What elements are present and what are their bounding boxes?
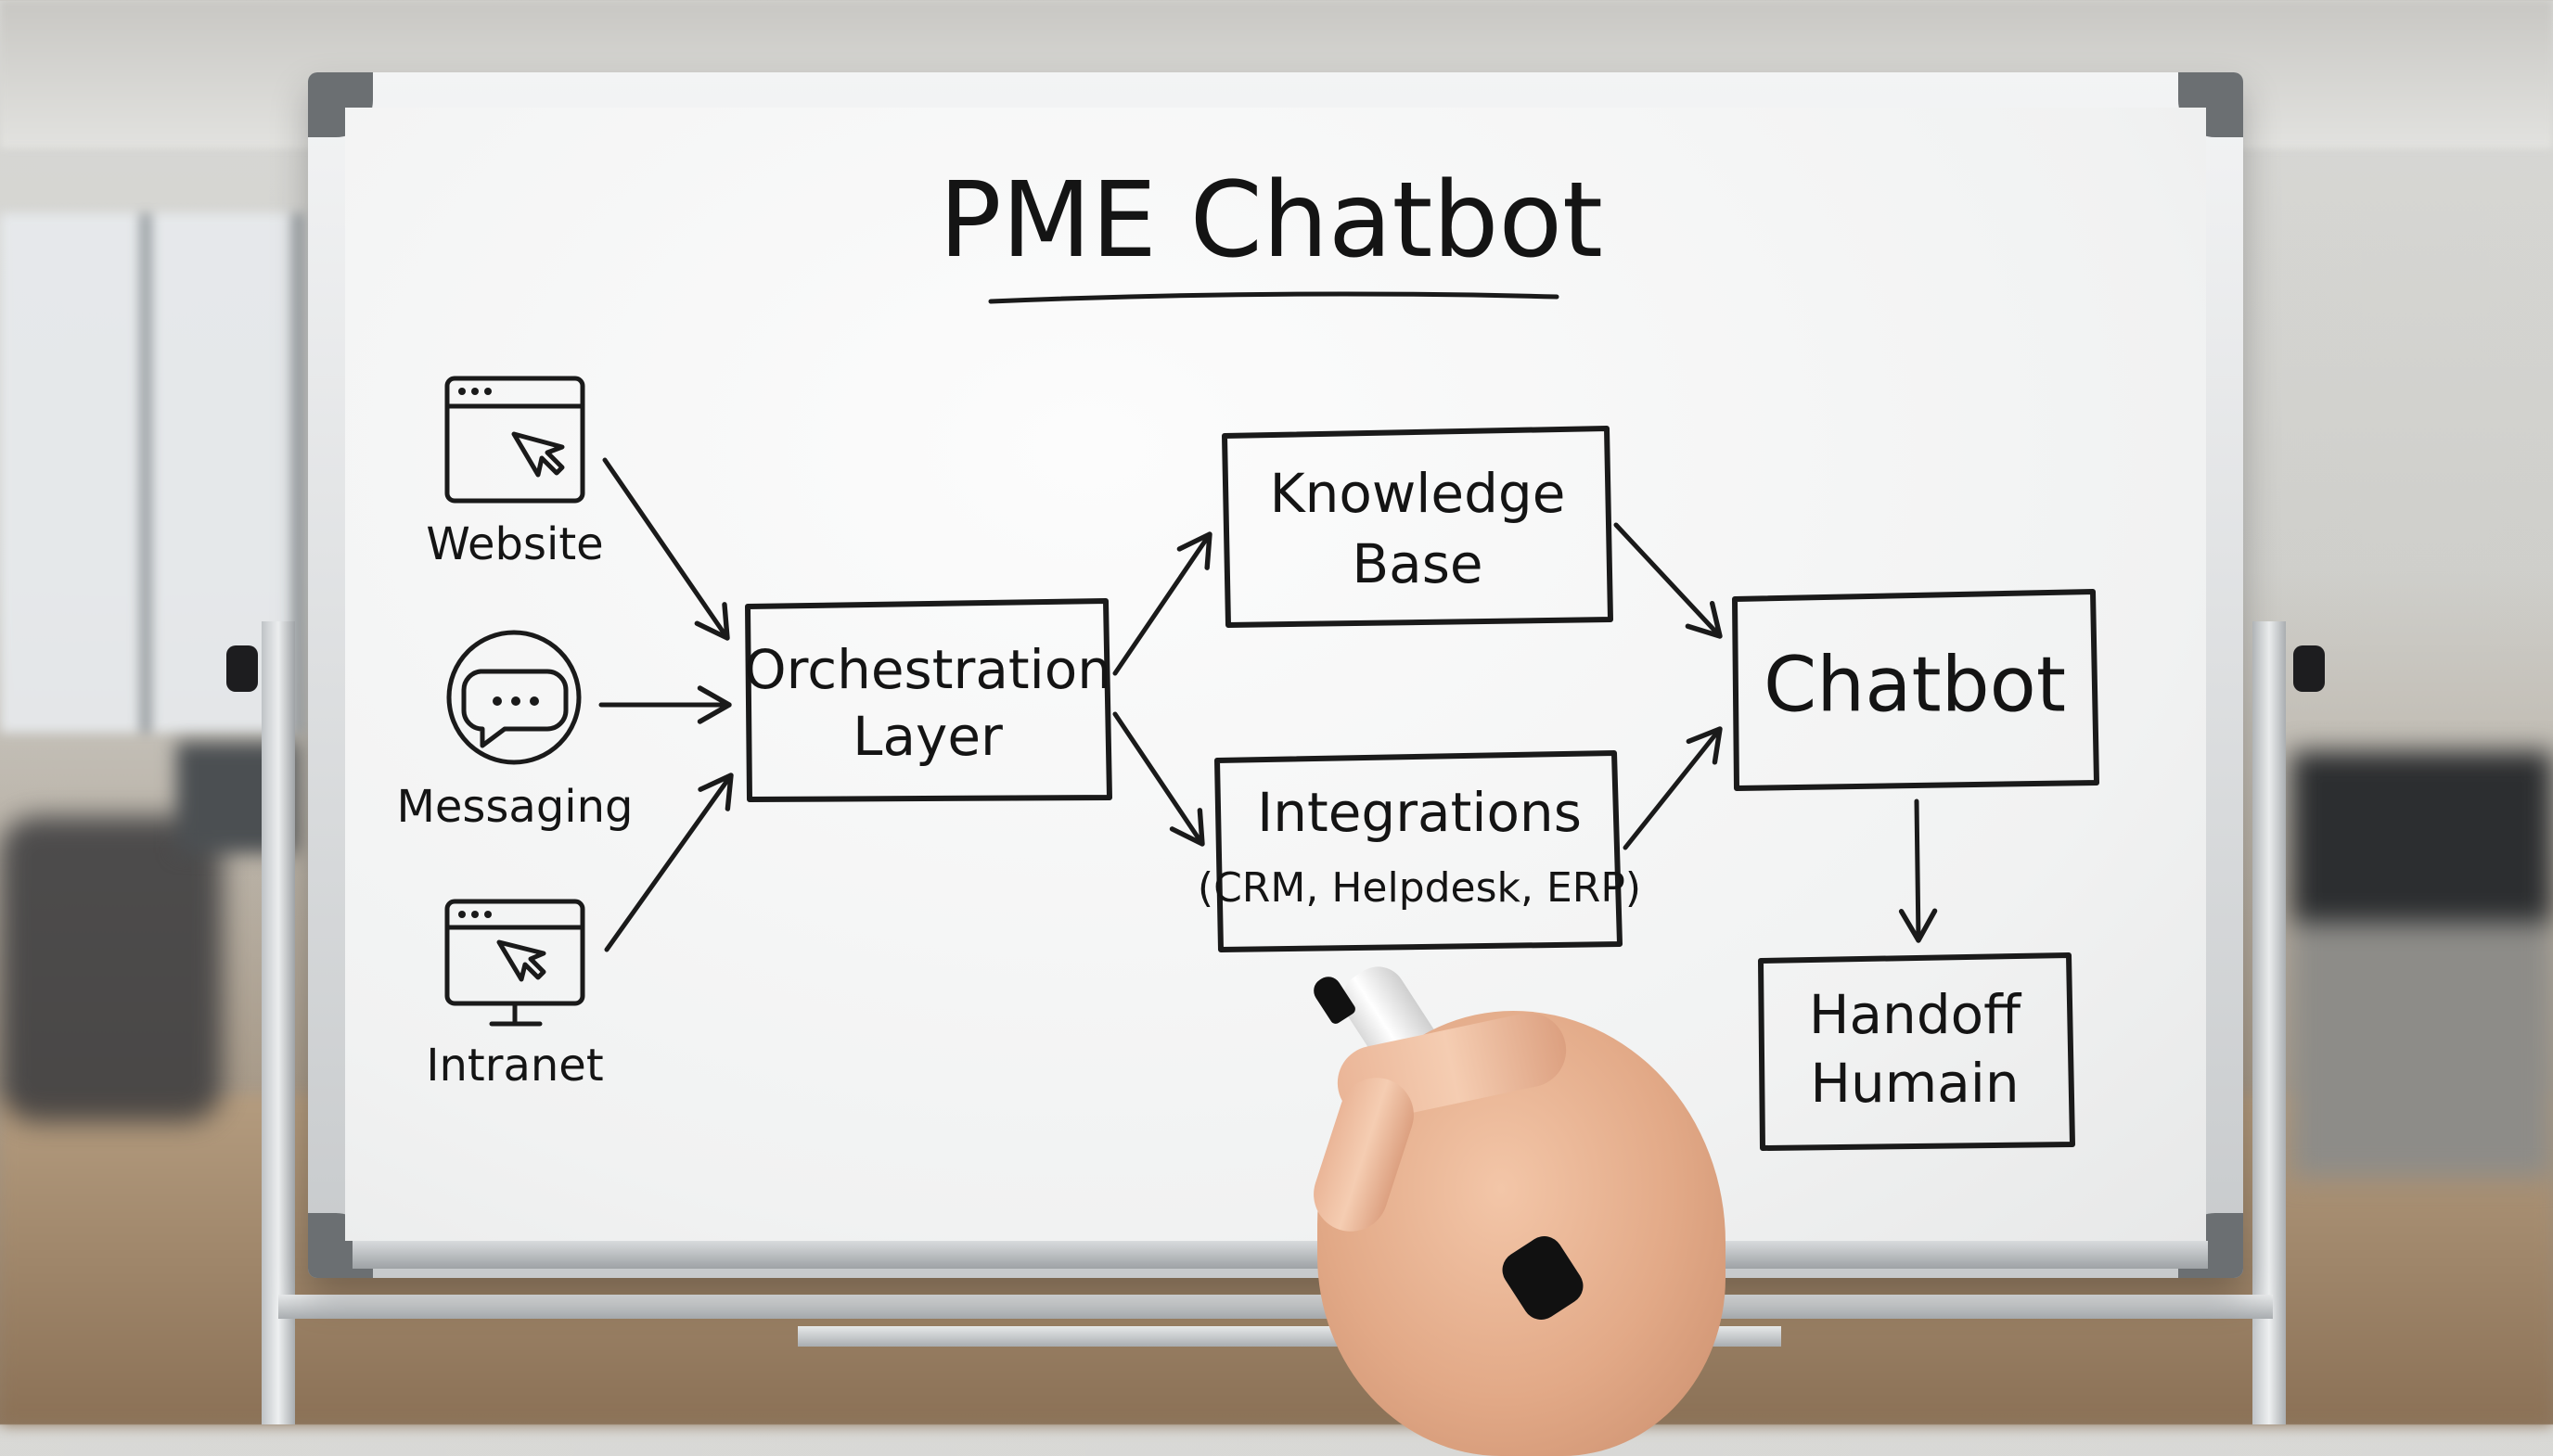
arrow-orchestration-to-knowledge (1112, 531, 1212, 676)
source-website: Website (426, 376, 604, 570)
arrow-intranet-to-orchestration (604, 773, 734, 952)
easel-leg-right (2252, 621, 2286, 1424)
arrow-integrations-to-chatbot (1623, 726, 1723, 850)
architecture-diagram: PME Chatbot Website Messaging (396, 160, 2099, 1151)
arrow-orchestration-to-integrations (1112, 711, 1205, 847)
background-desk (2291, 751, 2553, 1178)
arrow-knowledge-to-chatbot (1613, 522, 1723, 639)
chat-bubble-icon (446, 630, 582, 765)
orchestration-label-line2: Layer (853, 705, 1003, 768)
chatbot-label: Chatbot (1764, 641, 2066, 729)
knowledge-label-line2: Base (1352, 532, 1482, 595)
integrations-label-line2: (CRM, Helpdesk, ERP) (1198, 864, 1641, 912)
source-label-messaging: Messaging (396, 781, 633, 833)
browser-window-cursor-icon (444, 376, 585, 504)
monitor-cursor-icon (444, 899, 585, 1027)
knowledge-label-line1: Knowledge (1270, 462, 1566, 525)
marker-tray (353, 1241, 2208, 1269)
arrow-website-to-orchestration (602, 457, 730, 641)
source-intranet: Intranet (426, 899, 604, 1092)
easel-knob-left (226, 645, 258, 692)
arrow-chatbot-to-handoff (1898, 798, 1938, 943)
easel-crossbar (278, 1295, 2273, 1319)
source-label-intranet: Intranet (426, 1040, 603, 1092)
title-underline (988, 291, 1559, 304)
diagram-title: PME Chatbot (939, 160, 1603, 281)
source-messaging: Messaging (396, 630, 634, 833)
office-window (0, 213, 306, 733)
integrations-label-line1: Integrations (1257, 781, 1582, 844)
node-chatbot: Chatbot (1732, 589, 2099, 791)
orchestration-label-line1: Orchestration (744, 638, 1111, 701)
node-integrations: Integrations (CRM, Helpdesk, ERP) (1198, 750, 1641, 952)
source-label-website: Website (426, 518, 603, 570)
office-chair (0, 816, 223, 1122)
handoff-label-line2: Humain (1810, 1052, 2019, 1115)
node-orchestration-layer: Orchestration Layer (744, 598, 1112, 802)
easel-knob-right (2293, 645, 2325, 692)
node-handoff-humain: Handoff Humain (1758, 952, 2075, 1151)
easel-leg-left (262, 621, 295, 1424)
handoff-label-line1: Handoff (1809, 983, 2022, 1046)
node-knowledge-base: Knowledge Base (1222, 426, 1613, 628)
